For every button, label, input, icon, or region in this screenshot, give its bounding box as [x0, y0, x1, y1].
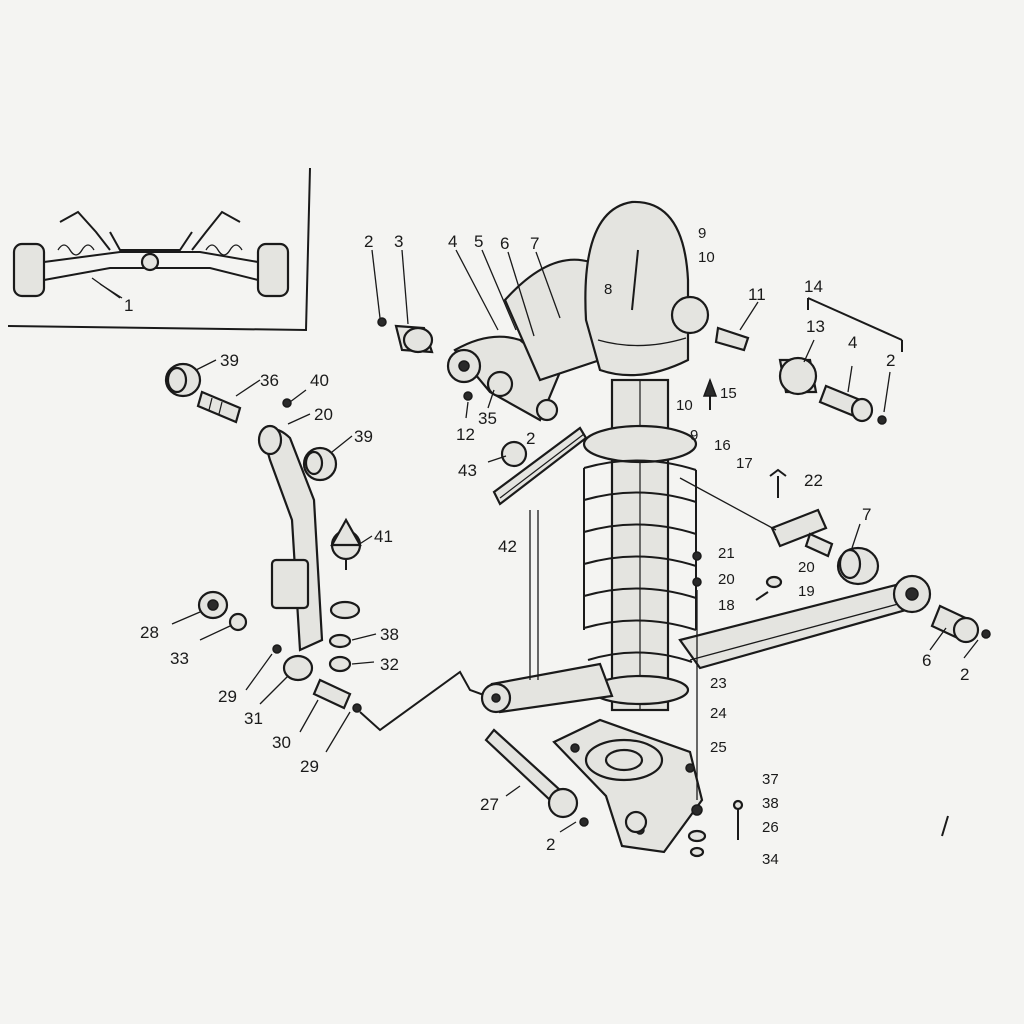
part-label-20: 20 [718, 571, 735, 588]
part-label-14: 14 [804, 277, 823, 296]
part-label-11: 11 [748, 285, 766, 304]
part-label-6: 6 [500, 234, 509, 253]
part-label-24: 24 [710, 705, 727, 722]
part-label-9: 9 [698, 225, 706, 242]
part-label-20: 20 [798, 559, 815, 576]
part-label-18: 18 [718, 597, 735, 614]
part-label-27: 27 [480, 795, 499, 814]
part-label-15: 15 [720, 385, 737, 402]
part-label-33: 33 [170, 649, 189, 668]
part-label-39: 39 [354, 427, 373, 446]
coil-spring-and-strut [552, 200, 710, 854]
part-label-2: 2 [526, 429, 535, 448]
part-label-23: 23 [710, 675, 727, 692]
part-label-1: 1 [124, 296, 133, 315]
part-label-7: 7 [862, 505, 871, 524]
part-label-16: 16 [714, 437, 731, 454]
part-label-43: 43 [458, 461, 477, 480]
part-label-4: 4 [848, 333, 857, 352]
part-label-25: 25 [710, 739, 727, 756]
part-label-38: 38 [762, 795, 779, 812]
part-label-2: 2 [364, 232, 373, 251]
part-label-8: 8 [604, 281, 612, 298]
inset-axle-overview [7, 167, 311, 332]
part-label-40: 40 [310, 371, 329, 390]
part-label-37: 37 [762, 771, 779, 788]
part-label-12: 12 [456, 425, 475, 444]
part-label-2: 2 [546, 835, 555, 854]
right-hardware [679, 297, 949, 858]
part-label-42: 42 [498, 537, 517, 556]
part-label-2: 2 [960, 665, 969, 684]
part-label-10: 10 [698, 249, 715, 266]
part-label-3: 3 [394, 232, 403, 251]
part-label-13: 13 [806, 317, 825, 336]
part-label-2: 2 [886, 351, 895, 370]
part-label-28: 28 [140, 623, 159, 642]
part-label-17: 17 [736, 455, 753, 472]
part-label-26: 26 [762, 819, 779, 836]
part-label-31: 31 [244, 709, 263, 728]
part-label-32: 32 [380, 655, 399, 674]
part-label-10: 10 [676, 397, 693, 414]
part-labels: 1 2 3 4 5 6 7 9 10 8 11 14 13 4 2 39 36 … [124, 225, 969, 868]
part-label-41: 41 [374, 527, 393, 546]
part-label-30: 30 [272, 733, 291, 752]
part-label-35: 35 [478, 409, 497, 428]
part-label-6: 6 [922, 651, 931, 670]
part-label-29: 29 [218, 687, 237, 706]
part-label-7: 7 [530, 234, 539, 253]
upper-wishbone-assembly [377, 258, 602, 506]
part-label-5: 5 [474, 232, 483, 251]
part-label-19: 19 [798, 583, 815, 600]
part-label-36: 36 [260, 371, 279, 390]
part-label-29: 29 [300, 757, 319, 776]
part-label-20: 20 [314, 405, 333, 424]
stabilizer-arm-assembly [164, 362, 493, 732]
part-label-4: 4 [448, 232, 457, 251]
part-label-9: 9 [690, 427, 698, 444]
part-label-22: 22 [804, 471, 823, 490]
part-label-39: 39 [220, 351, 239, 370]
part-label-38: 38 [380, 625, 399, 644]
leader-lines [99, 249, 979, 833]
part-label-21: 21 [718, 545, 735, 562]
part-label-34: 34 [762, 851, 779, 868]
lower-control-arm [480, 546, 991, 827]
